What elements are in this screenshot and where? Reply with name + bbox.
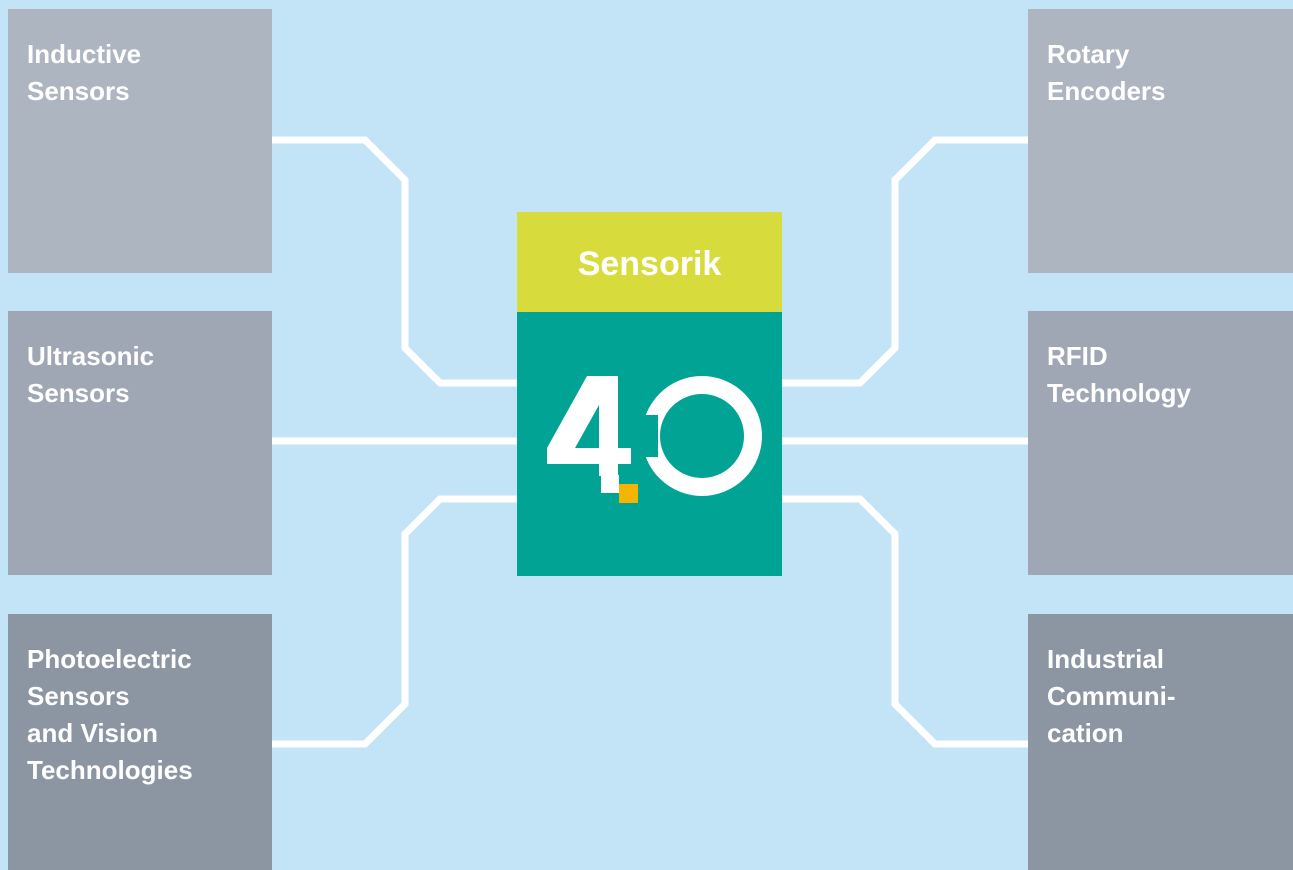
box-label-line: RFID [1047,341,1108,371]
box-label-line: and Vision [27,718,158,748]
box-label-line: Ultrasonic [27,341,155,371]
photoelectric-sensors-box[interactable]: Photoelectric Sensors and Vision Technol… [8,614,272,870]
sensorik-title: Sensorik [577,245,722,283]
sensorik-title-band: Sensorik [517,212,782,312]
box-label-line: Sensors [27,378,130,408]
rotary-encoders-box[interactable]: Rotary Encoders [1028,9,1293,273]
sensorik-hub[interactable]: Sensorik [517,212,782,576]
connector-inductive [272,136,517,387]
industrial-communication-box[interactable]: Industrial Communi- cation [1028,614,1293,870]
logo-separator [601,475,619,493]
box-label-line: Photoelectric [27,644,192,674]
logo-zero-ring [642,376,762,496]
box-label-line: Encoders [1047,76,1166,106]
connector-rotary [782,136,1028,387]
rfid-technology-box[interactable]: RFID Technology [1028,311,1293,575]
ultrasonic-sensors-box[interactable]: Ultrasonic Sensors [8,311,272,575]
inductive-sensors-box[interactable]: Inductive Sensors [8,9,272,273]
box-label-line: Industrial [1047,644,1165,674]
box-label-line: Inductive [27,39,142,69]
box-label-line: cation [1047,718,1124,748]
box-label-line: Sensors [27,76,130,106]
connector-industrial [782,495,1028,748]
logo-four-glyph [547,376,631,476]
box-label-line: Technologies [27,755,193,785]
accent-square-icon [619,484,638,503]
logo-panel [517,312,782,576]
box-label-line: Communi- [1047,681,1176,711]
connector-photoelectric [272,495,517,748]
industry-4-0-logo [547,376,762,503]
box-label-line: Technology [1047,378,1191,408]
box-label-line: Sensors [27,681,130,711]
logo-zero-gap [634,415,658,457]
box-label-line: Rotary [1047,39,1130,69]
